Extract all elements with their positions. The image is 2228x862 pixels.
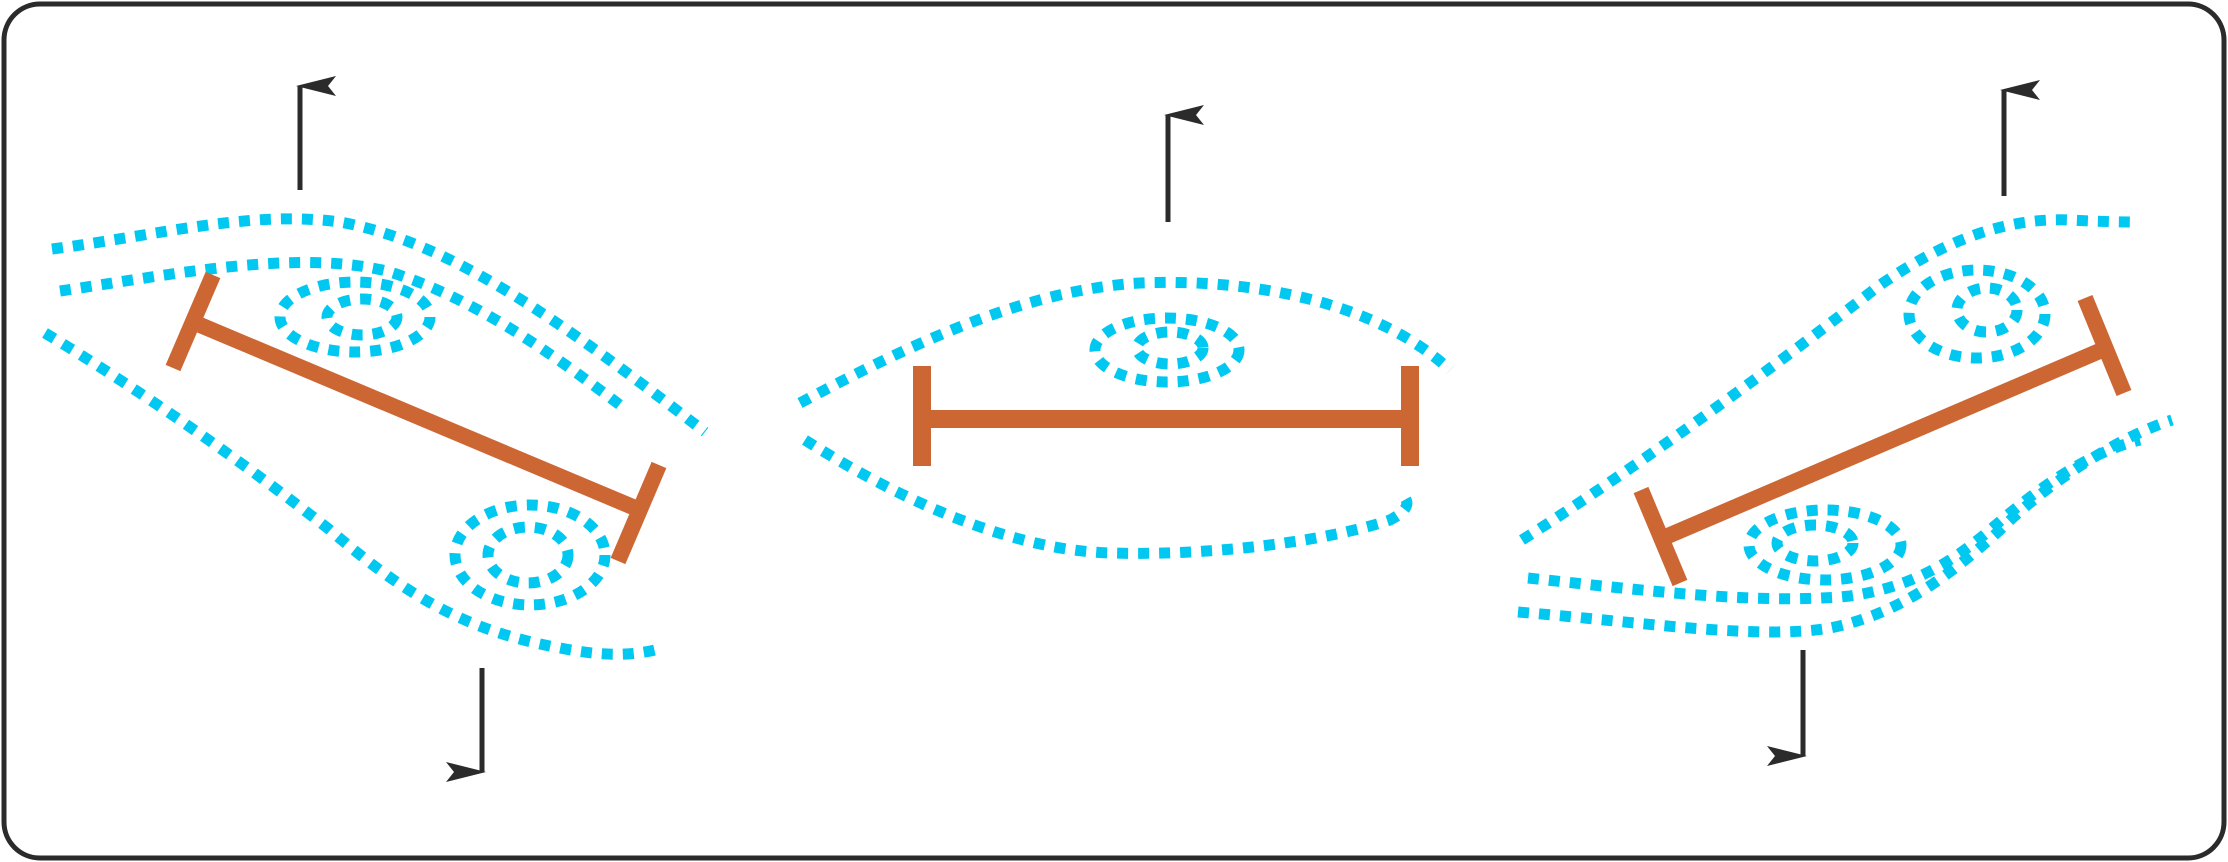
right-flow-lines (1517, 214, 2174, 638)
right-upper-vortex-inner (1951, 282, 2023, 338)
left-lower-vortex-inner (482, 521, 574, 589)
left-bar-cap-2 (610, 461, 667, 565)
left-upper-vortex-inner (321, 293, 403, 341)
left-upper-vortex-outer (274, 276, 436, 358)
center-bar (913, 366, 1419, 466)
center-panel (797, 105, 1454, 559)
right-lower-vortex-outer (1743, 504, 1907, 586)
left-bar-shaft (196, 317, 644, 518)
right-bar-cap-2 (2077, 294, 2132, 397)
left-bar-cap-1 (165, 271, 221, 372)
left-lower-streamline-1 (42, 328, 657, 660)
right-lower-streamline-2 (1517, 414, 2174, 638)
right-bar (1633, 294, 2132, 587)
right-bar-cap-1 (1633, 486, 1688, 587)
center-lower-streamline (802, 435, 1413, 559)
right-lower-streamline-1 (1527, 434, 2142, 605)
left-lower-vortex-outer (449, 499, 611, 611)
center-flow-lines (797, 276, 1454, 559)
center-vortex-outer (1089, 312, 1245, 388)
right-upper-streamline (1519, 214, 2133, 545)
left-panel (42, 76, 709, 782)
right-lower-vortex-inner (1771, 519, 1859, 567)
left-bar (165, 271, 667, 565)
center-upper-streamline (797, 276, 1454, 408)
right-panel (1517, 80, 2174, 766)
right-upper-vortex-outer (1903, 264, 2051, 364)
left-upper-streamline-1 (51, 213, 709, 437)
center-vortex-inner (1131, 326, 1209, 370)
left-flow-lines (42, 213, 709, 660)
right-bar-shaft (1659, 342, 2106, 546)
